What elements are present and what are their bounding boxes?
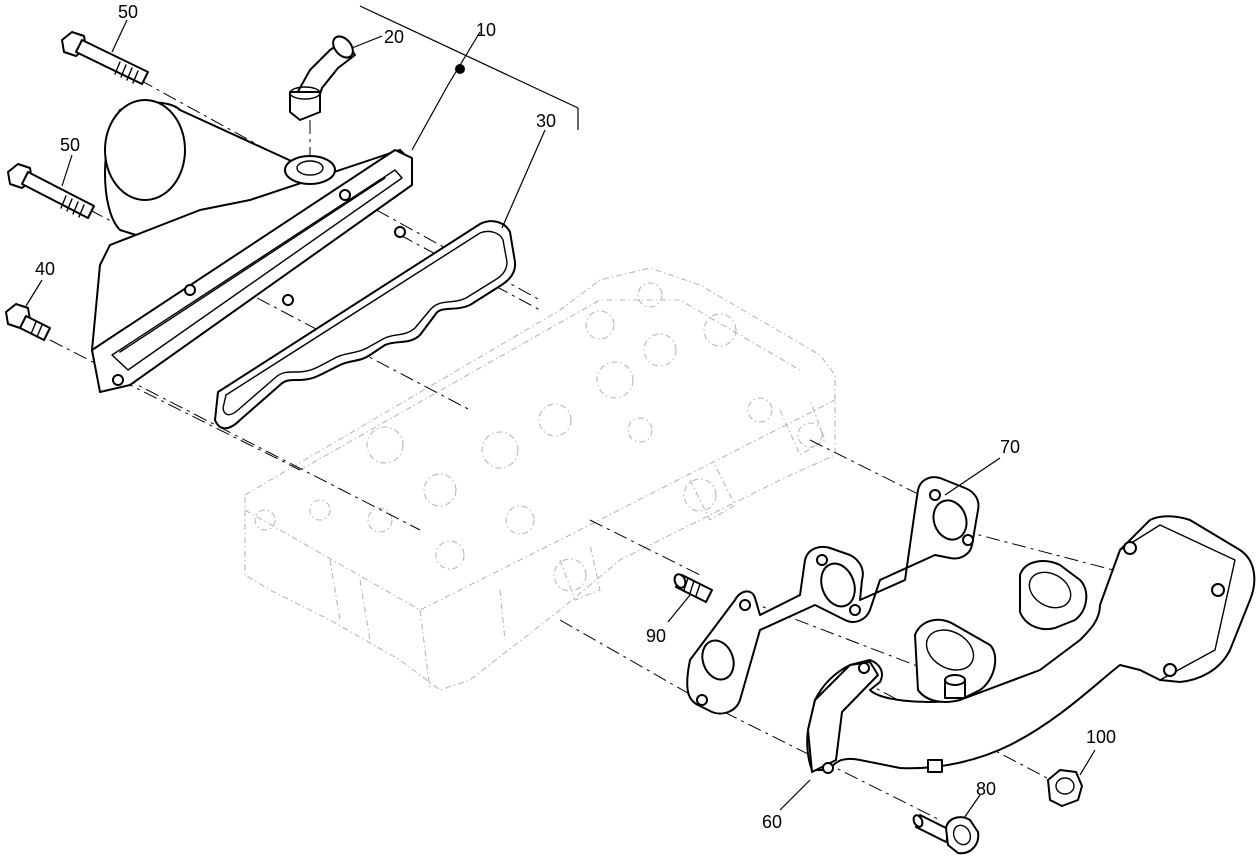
callout-10: 10: [476, 20, 496, 40]
callout-90: 90: [646, 626, 666, 646]
callout-60: 60: [762, 812, 782, 832]
exhaust-manifold-60: [806, 515, 1256, 774]
gasket-30: [214, 220, 517, 430]
callout-40: 40: [35, 259, 55, 279]
callout-20: 20: [384, 27, 404, 47]
nut-100: [1047, 769, 1083, 807]
callout-100: 100: [1086, 727, 1116, 747]
leader-lines: [25, 5, 1096, 819]
gasket-70: [686, 476, 980, 715]
bolt-50-upper: [61, 31, 149, 85]
callout-80: 80: [976, 779, 996, 799]
callout-50-middle: 50: [60, 135, 80, 155]
cylinder-head-ghost: [244, 267, 836, 691]
callout-labels: 50 20 10 30 50 40 70 90 100 80 60: [35, 2, 1116, 832]
bolt-80: [912, 814, 980, 855]
elbow-hose-20: [289, 35, 356, 121]
callout-50-upper: 50: [118, 2, 138, 22]
bolt-50-middle: [7, 163, 95, 219]
callout-70: 70: [1000, 437, 1020, 457]
bolt-40: [5, 303, 51, 341]
bullet-marker: [455, 64, 465, 74]
callout-30: 30: [536, 111, 556, 131]
stud-90: [673, 573, 713, 603]
cover-10: [91, 99, 413, 393]
